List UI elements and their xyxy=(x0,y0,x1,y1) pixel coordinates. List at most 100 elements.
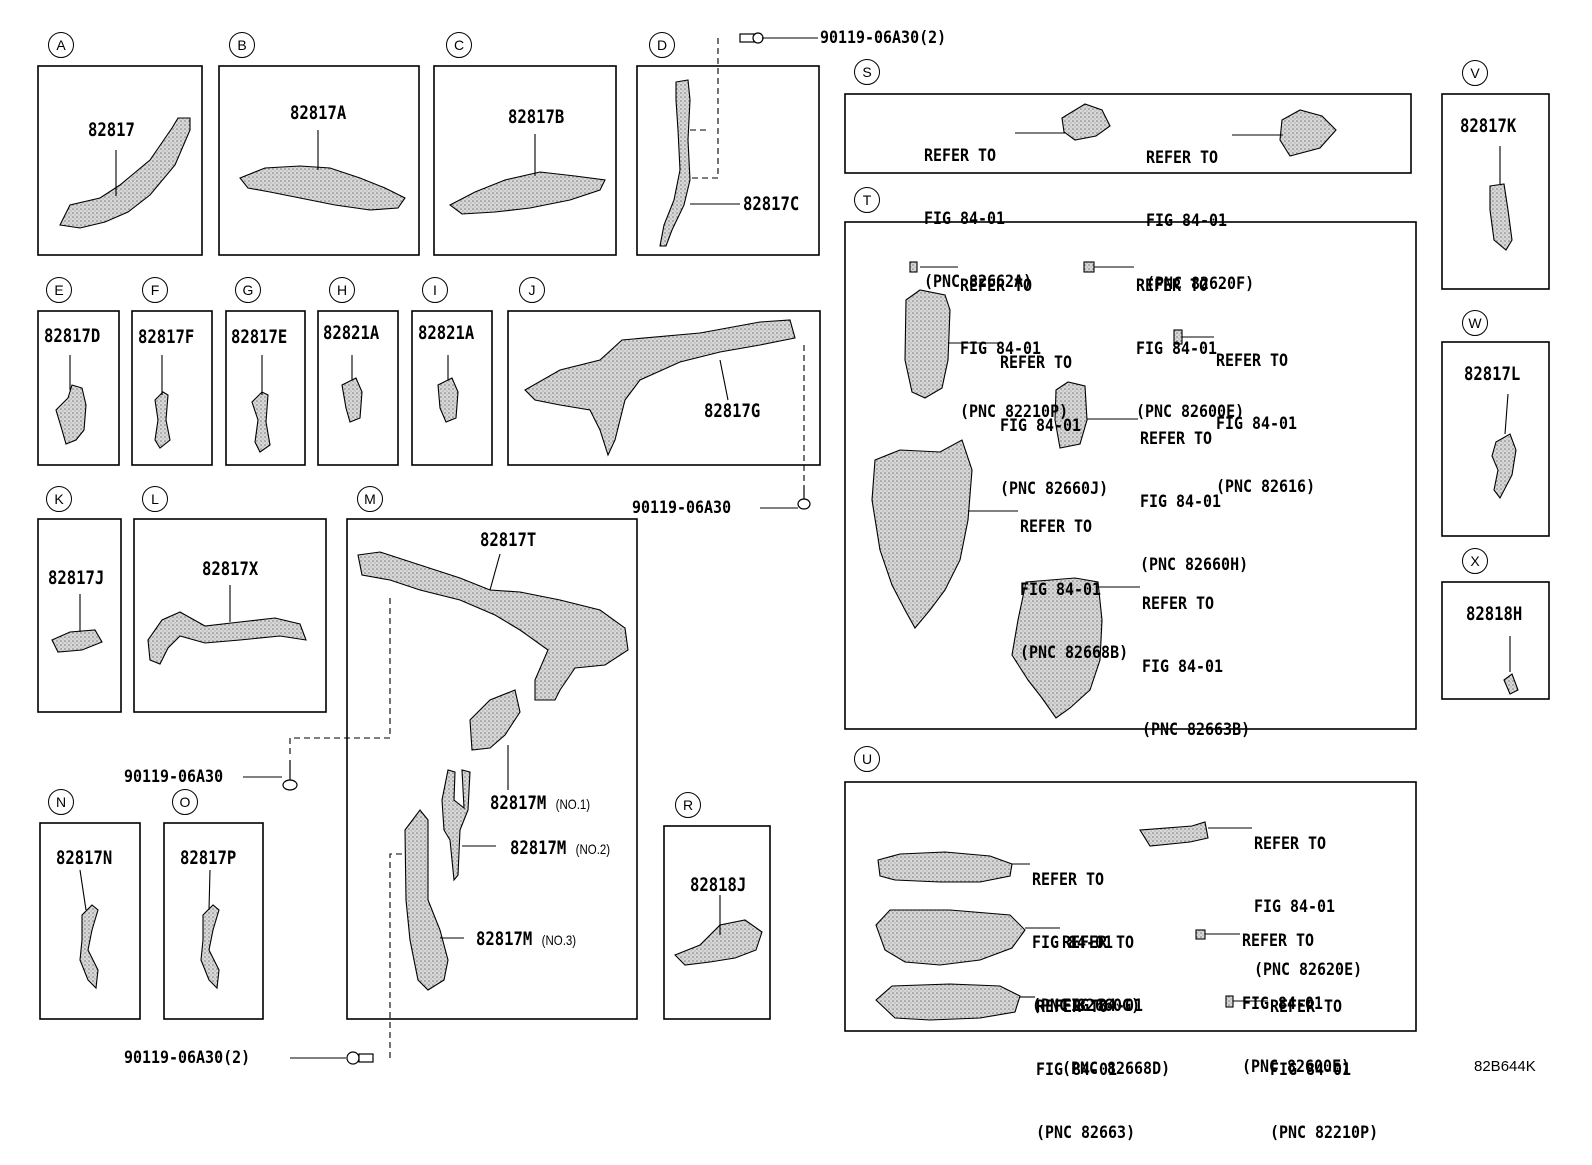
part-label-l: 82817X xyxy=(202,558,259,580)
bolt-icon-bottom xyxy=(346,1051,374,1065)
part-label-v: 82817K xyxy=(1460,115,1517,137)
refer-fig-text: FIG 84-01 xyxy=(1000,416,1082,436)
part-82817-shape xyxy=(59,117,191,229)
bolt-icons xyxy=(282,32,811,1065)
bolt-icon-j xyxy=(797,486,811,510)
bolt-icon-m xyxy=(282,760,298,791)
section-letter-w: W xyxy=(1462,310,1488,336)
refer-pnc-text: (PNC 82600E) xyxy=(1242,1057,1351,1077)
part-label-m-no3-note: (NO.3) xyxy=(541,932,577,948)
part-82817a-shape xyxy=(239,165,406,211)
part-82668b-shape xyxy=(871,439,973,629)
refer-to-text: REFER TO xyxy=(1020,517,1093,537)
part-82821a-shape-i xyxy=(437,377,459,423)
refer-pnc-text: (PNC 82662A) xyxy=(924,272,1033,292)
part-label-w: 82817L xyxy=(1464,363,1521,385)
part-82817l-shape xyxy=(1491,433,1517,500)
part-label-o: 82817P xyxy=(180,847,237,869)
frame-i xyxy=(411,310,493,466)
section-letter-r: R xyxy=(675,792,701,818)
part-82210p-shape xyxy=(909,261,918,273)
part-label-r: 82818J xyxy=(690,874,747,896)
refer-callout-s1: REFER TO FIG 84-01 (PNC 82662A) xyxy=(924,104,1032,314)
part-82821a-shape-h xyxy=(341,377,363,423)
frame-g xyxy=(225,310,306,466)
part-82660h-shape xyxy=(1054,381,1088,449)
part-label-g: 82817E xyxy=(231,326,288,348)
bolt-label-top: 90119-06A30(2) xyxy=(820,28,947,48)
section-frames xyxy=(37,65,1550,1032)
refer-fig-text: FIG 84-01 xyxy=(1062,996,1144,1016)
part-label-m-no3: 82817M (NO.3) xyxy=(476,929,576,951)
section-letter-a: A xyxy=(48,32,74,58)
refer-fig-text: FIG 84-01 xyxy=(1142,657,1224,677)
frame-r xyxy=(663,825,771,1020)
part-label-e: 82817D xyxy=(44,325,101,347)
bolt-label-m: 90119-06A30 xyxy=(124,767,224,787)
refer-to-text: REFER TO xyxy=(1036,997,1109,1017)
refer-pnc-text: (PNC 82660G) xyxy=(1032,996,1141,1016)
part-82818j-shape xyxy=(674,919,763,966)
refer-fig-text: FIG 84-01 xyxy=(1242,994,1324,1014)
refer-pnc-text: (PNC 82663) xyxy=(1036,1123,1136,1143)
part-label-m-no1-number: 82817M xyxy=(490,792,547,814)
refer-to-text: REFER TO xyxy=(1062,933,1135,953)
refer-to-text: REFER TO xyxy=(960,276,1033,296)
part-label-j: 82817G xyxy=(704,400,761,422)
part-82600e-shape xyxy=(1083,261,1095,273)
frame-a xyxy=(37,65,203,256)
section-letter-b: B xyxy=(229,32,255,58)
frame-u xyxy=(844,781,1417,1032)
section-letter-v: V xyxy=(1462,60,1488,86)
section-letter-k: K xyxy=(46,486,72,512)
part-label-c: 82817B xyxy=(508,106,565,128)
part-shapes xyxy=(51,79,1519,1021)
refer-to-text: REFER TO xyxy=(1254,834,1327,854)
part-82668d-shape xyxy=(875,909,1026,966)
refer-to-text: REFER TO xyxy=(1146,148,1219,168)
section-letter-d: D xyxy=(649,32,675,58)
part-label-m-no2-number: 82817M xyxy=(510,837,567,859)
part-82210p-u-shape xyxy=(1225,995,1234,1008)
refer-pnc-text: (PNC 82668B) xyxy=(1020,643,1129,663)
part-82817x-shape xyxy=(147,611,307,665)
refer-to-text: REFER TO xyxy=(1136,276,1209,296)
refer-pnc-text: (PNC 82210P) xyxy=(960,402,1069,422)
part-82817e-shape xyxy=(251,391,271,453)
part-82817g-shape xyxy=(524,319,796,457)
part-82817t-shape xyxy=(357,551,629,701)
part-label-n: 82817N xyxy=(56,847,113,869)
part-label-m-no2: 82817M (NO.2) xyxy=(510,838,610,860)
refer-callout-u1: REFER TO FIG 84-01 (PNC 82620E) xyxy=(1254,792,1362,1002)
part-82817d-shape xyxy=(55,384,87,445)
refer-callout-t1: REFER TO FIG 84-01 (PNC 82210P) xyxy=(960,234,1068,444)
section-letter-x: X xyxy=(1462,548,1488,574)
frame-f xyxy=(131,310,213,466)
refer-pnc-text: (PNC 82620F) xyxy=(1146,274,1255,294)
refer-fig-text: FIG 84-01 xyxy=(1140,492,1222,512)
refer-pnc-text: (PNC 82660H) xyxy=(1140,555,1249,575)
part-82818h-shape xyxy=(1503,673,1519,695)
part-label-m: 82817T xyxy=(480,529,537,551)
part-82817j-shape xyxy=(51,629,103,653)
part-82663-shape xyxy=(875,983,1021,1021)
bolt-icon-top xyxy=(739,32,764,44)
bolt-label-j: 90119-06A30 xyxy=(632,498,732,518)
part-82663b-shape xyxy=(1011,577,1103,719)
part-82817m-no2-shape xyxy=(441,769,471,882)
part-82817p-shape xyxy=(200,904,220,990)
part-label-m-no1-note: (NO.1) xyxy=(555,796,591,812)
frame-s xyxy=(844,93,1412,174)
part-82817f-shape xyxy=(154,391,171,449)
part-s1-shape xyxy=(1061,103,1111,141)
refer-callout-u5: REFER TO FIG 84-01 (PNC 82663) xyxy=(1036,955,1135,1165)
section-letter-l: L xyxy=(142,486,168,512)
part-label-m-no2-note: (NO.2) xyxy=(575,841,611,857)
refer-to-text: REFER TO xyxy=(1242,931,1315,951)
frame-e xyxy=(37,310,120,466)
section-letter-h: H xyxy=(329,277,355,303)
refer-pnc-text: (PNC 82620E) xyxy=(1254,960,1363,980)
section-letter-n: N xyxy=(48,789,74,815)
refer-pnc-text: (PNC 82600E) xyxy=(1136,402,1245,422)
leader-lines xyxy=(69,37,1511,1059)
